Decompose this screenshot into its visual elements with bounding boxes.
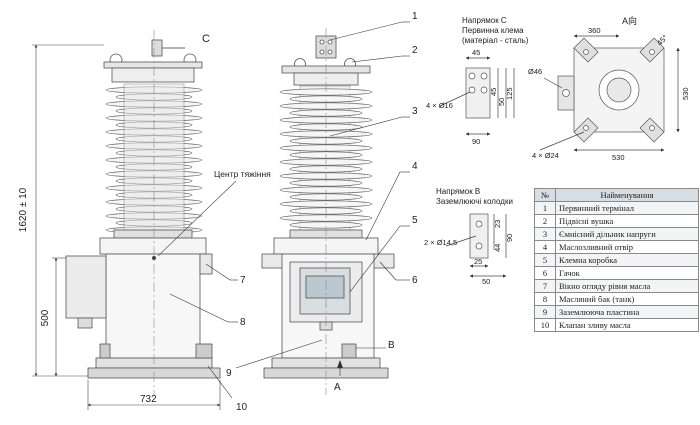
dim-width-base: 732 bbox=[140, 394, 157, 405]
detail-c-title-2: Первинна клема bbox=[462, 26, 524, 35]
legend-row-num: 8 bbox=[534, 292, 556, 306]
legend-row-num: 6 bbox=[534, 266, 556, 280]
legend-row-name: Маслозливний отвір bbox=[555, 240, 699, 254]
callout-9: 9 bbox=[226, 368, 232, 379]
detail-b-title-2: Заземлюючі колодки bbox=[436, 197, 513, 206]
legend-row-num: 3 bbox=[534, 227, 556, 241]
callout-7: 7 bbox=[240, 275, 246, 286]
plan-dim-d46: Ø46 bbox=[528, 67, 542, 76]
detail-b-dim-25: 25 bbox=[474, 257, 482, 266]
legend-row-num: 7 bbox=[534, 279, 556, 293]
callout-10: 10 bbox=[236, 402, 248, 413]
legend-row-num: 2 bbox=[534, 214, 556, 228]
legend-row-name: Клапан зливу масла bbox=[555, 318, 699, 332]
center-of-gravity-point bbox=[152, 256, 156, 260]
callout-2: 2 bbox=[412, 45, 418, 56]
detail-c-drawing bbox=[439, 56, 515, 136]
callout-1: 1 bbox=[412, 11, 418, 22]
plan-dim-360: 360 bbox=[588, 26, 601, 35]
legend-row-num: 9 bbox=[534, 305, 556, 319]
plan-dim-holes: 4 × Ø24 bbox=[532, 151, 559, 160]
detail-b-dim-23: 23 bbox=[493, 220, 502, 228]
detail-c-dim-top: 45 bbox=[472, 48, 480, 57]
legend-row-name: Первинний термінал bbox=[555, 201, 699, 215]
plan-dim-530-side: 530 bbox=[681, 87, 690, 100]
legend-row-name: Клемна коробка bbox=[555, 253, 699, 267]
legend-row-num: 10 bbox=[534, 318, 556, 332]
detail-b: Напрямок В Заземлюючі колодки bbox=[436, 187, 513, 206]
detail-c-dim-bottom: 90 bbox=[472, 137, 480, 146]
callout-8: 8 bbox=[240, 317, 246, 328]
view-marker-c: С bbox=[202, 33, 210, 45]
legend-row-name: Ємнісний дільник напруги bbox=[555, 227, 699, 241]
legend-row-name: Масляний бак (танк) bbox=[555, 292, 699, 306]
legend-row-name: Вікно огляду рівня масла bbox=[555, 279, 699, 293]
arrow-a bbox=[337, 360, 343, 368]
detail-c-dims: 45 4 × Ø16 90 45 50 125 bbox=[426, 48, 514, 146]
view-marker-a: А bbox=[334, 382, 341, 393]
dimension-base-height bbox=[52, 257, 66, 377]
detail-c-dim-h3: 125 bbox=[505, 87, 514, 100]
detail-b-drawing bbox=[445, 213, 507, 278]
dimension-total-height bbox=[32, 44, 104, 377]
dim-height-total: 1620 ± 10 bbox=[18, 187, 29, 232]
detail-c-title-3: (матеріал - сталь) bbox=[462, 36, 529, 45]
center-of-gravity-leader bbox=[157, 180, 237, 257]
detail-c-dim-holes: 4 × Ø16 bbox=[426, 101, 453, 110]
legend-header-name: Найменування bbox=[555, 188, 699, 202]
legend-header-num: № bbox=[534, 188, 556, 202]
callouts bbox=[169, 21, 410, 399]
callout-labels: 1 2 3 4 5 6 7 8 9 10 В А bbox=[226, 11, 418, 413]
detail-c-dim-h1: 45 bbox=[489, 88, 498, 96]
view-marker-b: В bbox=[388, 340, 395, 351]
detail-c-title-1: Напрямок С bbox=[462, 16, 507, 25]
plan-view-title: А向 bbox=[622, 15, 637, 26]
side-view bbox=[65, 39, 221, 379]
detail-b-dim-44: 44 bbox=[493, 244, 502, 252]
legend-row-num: 1 bbox=[534, 201, 556, 215]
callout-6: 6 bbox=[412, 275, 418, 286]
legend-row-name: Підвісні вушка bbox=[555, 214, 699, 228]
callout-4: 4 bbox=[412, 161, 418, 172]
detail-b-dim-90: 90 bbox=[505, 234, 514, 242]
detail-c: Напрямок С Первинна клема (матеріал - ст… bbox=[462, 16, 529, 45]
detail-b-dims: 2 × Ø14,5 23 44 90 25 50 bbox=[424, 220, 514, 286]
dim-height-base: 500 bbox=[40, 309, 51, 326]
center-of-gravity-label: Центр тяжіння bbox=[214, 169, 271, 179]
legend-row-name: Заземлююча пластина bbox=[555, 305, 699, 319]
detail-c-dim-h2: 50 bbox=[497, 98, 506, 106]
detail-b-dim-50: 50 bbox=[482, 277, 490, 286]
callout-3: 3 bbox=[412, 106, 418, 117]
plan-view-drawing bbox=[539, 34, 680, 152]
detail-b-dim-holes: 2 × Ø14,5 bbox=[424, 238, 457, 247]
legend-row-num: 4 bbox=[534, 240, 556, 254]
detail-b-title-1: Напрямок В bbox=[436, 187, 480, 196]
legend-row-name: Гачок bbox=[555, 266, 699, 280]
legend-row-num: 5 bbox=[534, 253, 556, 267]
dimension-base-width bbox=[87, 380, 221, 410]
plan-dim-530-bottom: 530 bbox=[612, 153, 625, 162]
callout-5: 5 bbox=[412, 215, 418, 226]
